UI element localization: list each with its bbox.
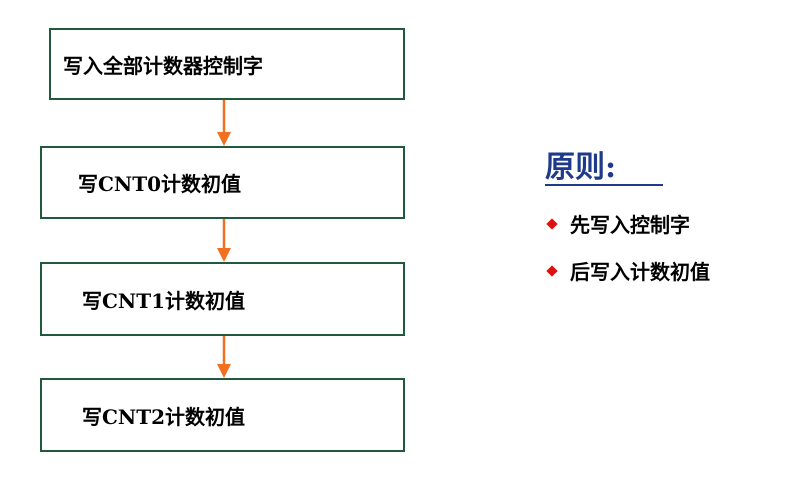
flow-step-label: 写CNT1计数初值 [82, 288, 245, 313]
diamond-bullet-icon [546, 264, 558, 277]
flow-step-label: 写CNT2计数初值 [82, 404, 245, 429]
principle-item: 先写入控制字 [546, 209, 690, 238]
flow-step-write-cnt2: 写CNT2计数初值 [40, 378, 405, 452]
diamond-bullet-icon [546, 217, 558, 230]
flow-step-write-cnt0: 写CNT0计数初值 [40, 146, 405, 219]
principle-item-text: 后写入计数初值 [570, 260, 710, 284]
down-arrow-icon [217, 100, 231, 146]
down-arrow-icon [217, 336, 231, 378]
principles-title-underline [545, 184, 663, 186]
flow-step-write-control-words: 写入全部计数器控制字 [49, 28, 405, 100]
flow-step-label: 写CNT0计数初值 [78, 172, 241, 196]
down-arrow-icon [217, 219, 231, 262]
flow-step-label: 写入全部计数器控制字 [63, 53, 263, 78]
principle-item-text: 先写入控制字 [570, 213, 690, 237]
principles-title: 原则: [545, 150, 617, 185]
flow-step-write-cnt1: 写CNT1计数初值 [40, 262, 405, 336]
principle-item: 后写入计数初值 [546, 256, 710, 285]
